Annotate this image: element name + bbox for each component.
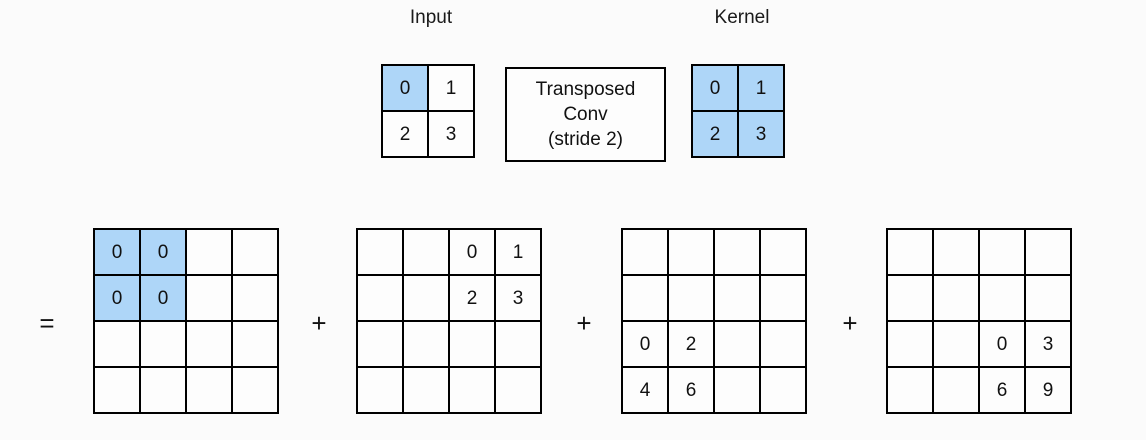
input-cell-1-1: 3 bbox=[429, 112, 475, 158]
kernel-cell-1-1: 3 bbox=[739, 112, 785, 158]
term-2-cell-0-2: 0 bbox=[450, 230, 496, 276]
kernel-cell-0-0: 0 bbox=[693, 66, 739, 112]
input-cell-0-0: 0 bbox=[383, 66, 429, 112]
term-2-cell-0-3: 1 bbox=[496, 230, 542, 276]
term-1-cell-0-0: 0 bbox=[95, 230, 141, 276]
term-1-cell-3-0 bbox=[95, 368, 141, 414]
term-4-cell-2-1 bbox=[934, 322, 980, 368]
plus-operator-1: + bbox=[311, 308, 327, 338]
term-1-cell-1-3 bbox=[233, 276, 279, 322]
term-1-cell-2-3 bbox=[233, 322, 279, 368]
term-1-cell-2-2 bbox=[187, 322, 233, 368]
term-4-cell-3-1 bbox=[934, 368, 980, 414]
term-3-cell-2-1: 2 bbox=[669, 322, 715, 368]
term-2-cell-0-1 bbox=[404, 230, 450, 276]
term-2-cell-1-3: 3 bbox=[496, 276, 542, 322]
term-3-cell-3-2 bbox=[715, 368, 761, 414]
term-2-cell-2-0 bbox=[358, 322, 404, 368]
operation-line-1: Transposed bbox=[535, 79, 636, 100]
term-2-cell-2-1 bbox=[404, 322, 450, 368]
term-2-cell-2-2 bbox=[450, 322, 496, 368]
term-1-cell-0-2 bbox=[187, 230, 233, 276]
operation-line-3: (stride 2) bbox=[548, 129, 623, 150]
term-2-cell-3-3 bbox=[496, 368, 542, 414]
term-3-cell-2-0: 0 bbox=[623, 322, 669, 368]
term-1-cell-2-1 bbox=[141, 322, 187, 368]
term-4-cell-2-3: 3 bbox=[1026, 322, 1072, 368]
input-label: Input bbox=[409, 7, 453, 28]
term-3-cell-1-2 bbox=[715, 276, 761, 322]
term-4-cell-0-0 bbox=[888, 230, 934, 276]
term-1-cell-0-3 bbox=[233, 230, 279, 276]
term-3-cell-3-3 bbox=[761, 368, 807, 414]
term-1-cell-1-1: 0 bbox=[141, 276, 187, 322]
term-1-cell-1-0: 0 bbox=[95, 276, 141, 322]
term-3-cell-3-0: 4 bbox=[623, 368, 669, 414]
term-3-cell-0-1 bbox=[669, 230, 715, 276]
term-3-cell-2-2 bbox=[715, 322, 761, 368]
kernel-cell-0-1: 1 bbox=[739, 66, 785, 112]
equals-operator: = bbox=[39, 308, 55, 338]
input-cell-1-0: 2 bbox=[383, 112, 429, 158]
term-2-cell-3-1 bbox=[404, 368, 450, 414]
term-3-cell-1-0 bbox=[623, 276, 669, 322]
term-2-cell-1-2: 2 bbox=[450, 276, 496, 322]
term-4-cell-0-3 bbox=[1026, 230, 1072, 276]
plus-operator-3: + bbox=[842, 308, 858, 338]
term-3-cell-1-1 bbox=[669, 276, 715, 322]
term-3-cell-0-0 bbox=[623, 230, 669, 276]
term-1-cell-0-1: 0 bbox=[141, 230, 187, 276]
term-3-cell-0-3 bbox=[761, 230, 807, 276]
term-4-cell-3-2: 6 bbox=[980, 368, 1026, 414]
term-2-cell-3-2 bbox=[450, 368, 496, 414]
term-4-cell-1-2 bbox=[980, 276, 1026, 322]
term-4-cell-0-2 bbox=[980, 230, 1026, 276]
term-3-cell-0-2 bbox=[715, 230, 761, 276]
term-1-cell-2-0 bbox=[95, 322, 141, 368]
operation-box: Transposed Conv (stride 2) bbox=[505, 67, 666, 162]
term-4-cell-1-3 bbox=[1026, 276, 1072, 322]
term-2-cell-3-0 bbox=[358, 368, 404, 414]
term-1-cell-3-3 bbox=[233, 368, 279, 414]
term-2-cell-0-0 bbox=[358, 230, 404, 276]
term-4-cell-2-0 bbox=[888, 322, 934, 368]
term-1-cell-1-2 bbox=[187, 276, 233, 322]
term-1-cell-3-2 bbox=[187, 368, 233, 414]
term-4-cell-1-1 bbox=[934, 276, 980, 322]
term-3-cell-1-3 bbox=[761, 276, 807, 322]
term-2-cell-1-1 bbox=[404, 276, 450, 322]
operation-line-2: Conv bbox=[563, 104, 608, 125]
input-cell-0-1: 1 bbox=[429, 66, 475, 112]
term-4-cell-1-0 bbox=[888, 276, 934, 322]
term-1-cell-3-1 bbox=[141, 368, 187, 414]
plus-operator-2: + bbox=[576, 308, 592, 338]
term-4-cell-2-2: 0 bbox=[980, 322, 1026, 368]
term-2-cell-1-0 bbox=[358, 276, 404, 322]
kernel-label: Kernel bbox=[714, 7, 770, 28]
term-4-cell-0-1 bbox=[934, 230, 980, 276]
term-4-cell-3-3: 9 bbox=[1026, 368, 1072, 414]
term-4-cell-3-0 bbox=[888, 368, 934, 414]
term-3-cell-3-1: 6 bbox=[669, 368, 715, 414]
kernel-cell-1-0: 2 bbox=[693, 112, 739, 158]
term-3-cell-2-3 bbox=[761, 322, 807, 368]
term-2-cell-2-3 bbox=[496, 322, 542, 368]
